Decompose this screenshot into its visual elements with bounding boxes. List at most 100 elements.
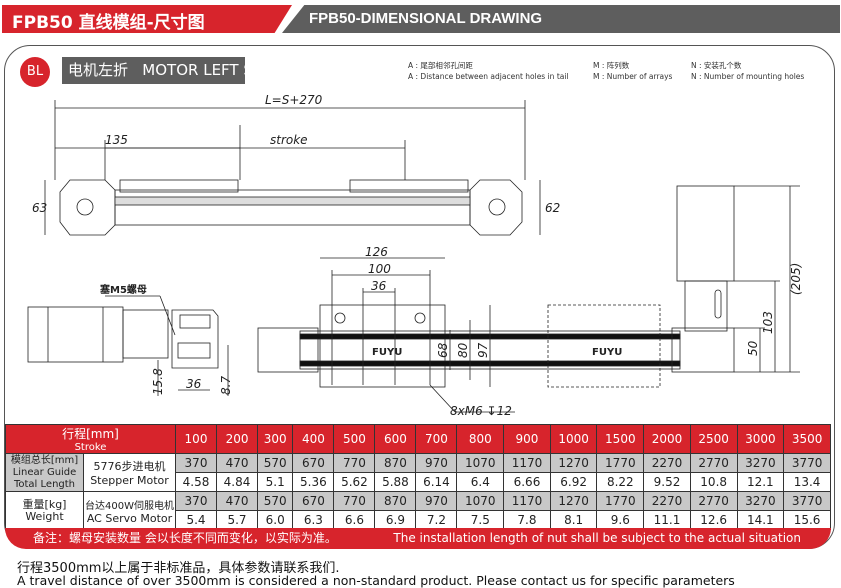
- servo-length-cell: 770: [333, 491, 376, 511]
- dim-135: 135: [105, 133, 128, 147]
- servo-weight-cell: 6.6: [333, 510, 376, 530]
- stroke-value: 3000: [736, 424, 785, 454]
- stroke-value: 600: [374, 424, 417, 454]
- servo-weight-cell: 6.9: [374, 510, 417, 530]
- servo-cn: 台达400W伺服电机: [85, 500, 174, 512]
- servo-weight-cell: 9.6: [596, 510, 645, 530]
- dim-stroke: stroke: [270, 133, 308, 147]
- servo-weight-cell: 7.5: [456, 510, 505, 530]
- section-badge: BL: [20, 57, 50, 87]
- stepper-en: Stepper Motor: [90, 474, 169, 487]
- stepper-weight-cell: 13.4: [783, 472, 831, 492]
- stroke-value: 400: [292, 424, 335, 454]
- stepper-weight-cell: 5.88: [374, 472, 417, 492]
- servo-weight-cell: 5.7: [216, 510, 259, 530]
- servo-weight-cell: 11.1: [643, 510, 691, 530]
- servo-length-cell: 1270: [549, 491, 598, 511]
- stepper-length-cell: 3770: [783, 453, 831, 473]
- dim-63: 63: [32, 201, 47, 215]
- servo-weight-cell: 12.6: [689, 510, 738, 530]
- note-cn: 备注：螺母安装数量 会以长度不同而变化，以实际为准。: [33, 531, 337, 545]
- servo-weight-cell: 6.0: [257, 510, 294, 530]
- dim-126: 126: [365, 245, 388, 259]
- stepper-weight-cell: 5.1: [257, 472, 294, 492]
- header-title-cn-bar: FPB50 直线模组-尺寸图: [2, 5, 292, 33]
- weight-label-cn: 重量[kg]: [22, 497, 67, 511]
- stepper-length-cell: 1770: [596, 453, 645, 473]
- stepper-length-cell: 370: [174, 453, 218, 473]
- servo-length-cell: 670: [292, 491, 335, 511]
- stepper-weight-cell: 4.58: [174, 472, 218, 492]
- stepper-weight-cell: 10.8: [689, 472, 738, 492]
- length-label-en2: Total Length: [13, 478, 76, 490]
- dim-205: (205): [789, 263, 803, 295]
- servo-weight-cell: 15.6: [783, 510, 831, 530]
- legend-m-en: M : Number of arrays: [593, 72, 673, 81]
- dim-15-8: 15.8: [151, 368, 165, 395]
- footer-cn: 行程3500mm以上属于非标准品，具体参数请联系我们.: [17, 561, 340, 576]
- servo-weight-cell: 6.3: [292, 510, 335, 530]
- servo-length-cell: 3270: [736, 491, 785, 511]
- servo-length-cell: 1770: [596, 491, 645, 511]
- stepper-weight-cell: 6.66: [503, 472, 551, 492]
- stepper-length-cell: 770: [333, 453, 376, 473]
- stepper-length-cell: 1270: [549, 453, 598, 473]
- weight-label-en: Weight: [25, 509, 64, 523]
- legend-a-cn: A : 尾部相邻孔间距: [408, 61, 473, 70]
- stepper-weight-cell: 5.36: [292, 472, 335, 492]
- header-title-cn: FPB50 直线模组-尺寸图: [12, 13, 205, 33]
- stepper-length-cell: 470: [216, 453, 259, 473]
- legend-a-en: A : Distance between adjacent holes in t…: [408, 72, 569, 81]
- stroke-value: 2500: [689, 424, 738, 454]
- legend-a: A : 尾部相邻孔间距 A : Distance between adjacent…: [408, 60, 569, 82]
- header-title-en: FPB50-DIMENSIONAL DRAWING: [309, 10, 543, 27]
- stroke-label-en: Stroke: [74, 442, 107, 453]
- stroke-value: 300: [257, 424, 294, 454]
- stepper-length-cell: 670: [292, 453, 335, 473]
- stepper-length-cell: 1170: [503, 453, 551, 473]
- servo-en: AC Servo Motor: [86, 511, 173, 525]
- length-label-en1: Linear Guide: [12, 466, 77, 478]
- weight-label: 重量[kg]Weight: [5, 491, 84, 530]
- note-en: The installation length of nut shall be …: [393, 531, 801, 545]
- stepper-weight-cell: 8.22: [596, 472, 645, 492]
- header-title-en-bar: FPB50-DIMENSIONAL DRAWING: [282, 5, 840, 33]
- carriage-view: [257, 257, 735, 413]
- servo-weight-cell: 8.1: [549, 510, 598, 530]
- legend-n-en: N : Number of mounting holes: [691, 72, 805, 81]
- stroke-value: 900: [503, 424, 551, 454]
- servo-length-cell: 2770: [689, 491, 738, 511]
- stepper-weight-cell: 4.84: [216, 472, 259, 492]
- top-view: [44, 100, 541, 236]
- stroke-label-cn: 行程[mm]: [62, 427, 119, 441]
- stroke-value: 1500: [596, 424, 645, 454]
- servo-length-cell: 470: [216, 491, 259, 511]
- stroke-header: 行程[mm]Stroke: [5, 424, 176, 454]
- stepper-weight-cell: 12.1: [736, 472, 785, 492]
- stroke-value: 700: [415, 424, 458, 454]
- servo-weight-cell: 5.4: [174, 510, 218, 530]
- stepper-length-cell: 2770: [689, 453, 738, 473]
- servo-length-cell: 1070: [456, 491, 505, 511]
- stroke-value: 2000: [643, 424, 691, 454]
- stepper-length-cell: 570: [257, 453, 294, 473]
- servo-weight-cell: 7.8: [503, 510, 551, 530]
- stroke-value: 500: [333, 424, 376, 454]
- stroke-value: 100: [174, 424, 218, 454]
- servo-length-cell: 870: [374, 491, 417, 511]
- length-label-cn: 模组总长[mm]: [10, 454, 79, 466]
- nut-label: 塞M5螺母: [100, 283, 147, 296]
- stepper-weight-cell: 6.4: [456, 472, 505, 492]
- dim-80: 80: [456, 342, 470, 358]
- dim-100: 100: [368, 262, 391, 276]
- stepper-length-cell: 2270: [643, 453, 691, 473]
- stroke-value: 200: [216, 424, 259, 454]
- stepper-cn: 5776步进电机: [93, 460, 166, 473]
- dim-103: 103: [761, 311, 775, 334]
- servo-length-cell: 1170: [503, 491, 551, 511]
- dim-68: 68: [436, 342, 450, 358]
